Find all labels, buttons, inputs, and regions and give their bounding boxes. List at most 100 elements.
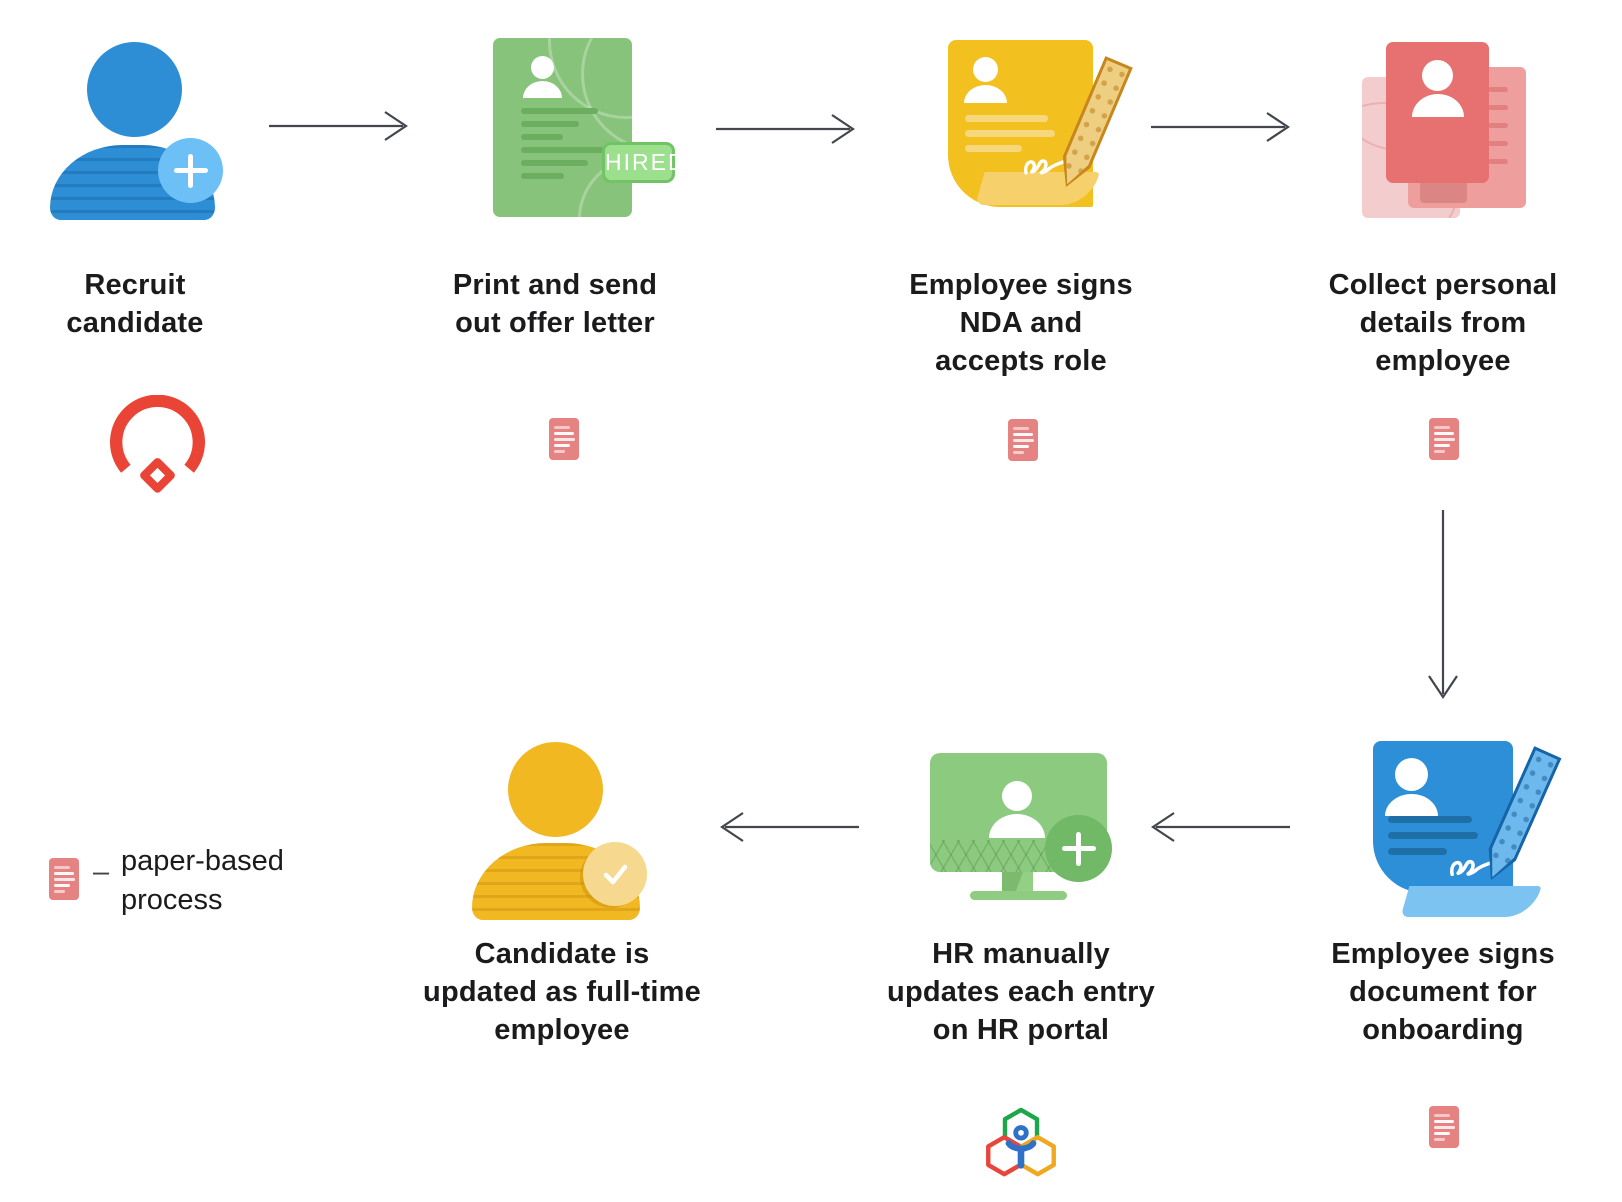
paper-line: [54, 866, 70, 869]
paper-line: [1013, 427, 1029, 430]
avatar-shoulders: [1385, 794, 1438, 816]
check-icon: [583, 842, 647, 906]
paper-icon: [49, 858, 79, 900]
monitor-stand: [1002, 872, 1033, 891]
arrow-down: [1428, 510, 1458, 699]
legend: – paper-based process: [35, 840, 335, 960]
paper-line: [1434, 432, 1454, 435]
avatar-shoulders: [1412, 94, 1464, 117]
paper-line: [1013, 451, 1024, 454]
doc-text-line: [965, 130, 1055, 137]
doc-text-line: [521, 160, 588, 166]
page-curl: [1400, 886, 1542, 917]
zoho-people-logo: [986, 1107, 1056, 1177]
step-collect-details: Collect personal details from employee: [1293, 35, 1593, 555]
paper-line: [1434, 444, 1450, 447]
person-head: [87, 42, 182, 137]
legend-separator: –: [93, 856, 110, 888]
doc-text-line: [965, 115, 1048, 122]
avatar-shoulders: [523, 81, 562, 98]
avatar-icon: [1395, 758, 1428, 791]
doc-text-line: [521, 121, 579, 127]
offer-letter-icon: [493, 38, 632, 217]
person-add-icon: [15, 35, 255, 225]
arrow-left-1: [1151, 812, 1290, 842]
signature-icon: [1023, 159, 1065, 175]
step-label: Print and send out offer letter: [452, 269, 658, 339]
avatar-icon: [531, 56, 554, 79]
paper-line: [554, 438, 575, 441]
doc-text-line: [521, 147, 604, 153]
doc-text-line: [521, 134, 563, 140]
paper-line: [54, 872, 74, 875]
step-sign-onboarding: Employee signs document for onboarding: [1293, 710, 1593, 1180]
doc-text-line: [1488, 87, 1508, 92]
avatar-icon: [1422, 60, 1453, 91]
signature-icon: [1450, 859, 1493, 877]
step-label: Employee signs document for onboarding: [1331, 938, 1555, 1046]
paper-icon: [1429, 418, 1459, 460]
step-full-time-employee: Candidate is updated as full-time employ…: [392, 710, 732, 1090]
step-hr-portal: HR manually updates each entry on HR por…: [846, 710, 1196, 1202]
arrow-right-2: [716, 114, 855, 144]
paper-icon: [1429, 1106, 1459, 1148]
paper-line: [54, 890, 65, 893]
paper-line: [1013, 439, 1034, 442]
doc-text-line: [1488, 105, 1508, 110]
doc-text-line: [965, 145, 1022, 152]
step-label: Employee signs NDA and accepts role: [909, 269, 1133, 377]
plus-bar: [1061, 845, 1096, 852]
step-label: Candidate is updated as full-time employ…: [423, 938, 701, 1046]
paper-line: [554, 450, 565, 453]
avatar-shoulders: [964, 85, 1007, 103]
paper-line: [1434, 1126, 1455, 1129]
avatar-icon: [973, 57, 998, 82]
paper-line: [54, 884, 70, 887]
paper-line: [1434, 1138, 1445, 1141]
plus-icon: [158, 138, 223, 203]
hired-badge: HIRED: [602, 142, 685, 183]
arrow-right-3: [1151, 112, 1290, 142]
step-print-offer-letter: HIRED Print and send out offer letter: [405, 35, 705, 555]
doc-text-line: [1388, 832, 1478, 839]
paper-line: [1434, 1132, 1450, 1135]
doc-text-lines: [1388, 816, 1478, 864]
paper-line: [1434, 1114, 1450, 1117]
doc-text-lines: [521, 108, 604, 186]
avatar-icon: [1002, 781, 1032, 811]
plus-icon: [1045, 815, 1112, 882]
paper-line: [1434, 1120, 1454, 1123]
step-label: Collect personal details from employee: [1328, 269, 1558, 377]
document-front-icon: [1386, 42, 1489, 183]
paper-line: [1434, 450, 1445, 453]
paper-line: [1434, 438, 1455, 441]
doc-text-line: [521, 108, 598, 114]
person-check-icon: [392, 710, 732, 925]
avatar-shoulders: [989, 814, 1045, 838]
paper-icon: [1008, 419, 1038, 461]
check-glyph: [603, 864, 628, 885]
arrow-left-2: [720, 812, 859, 842]
step-label: Recruit candidate: [66, 269, 204, 339]
person-head: [508, 742, 603, 837]
legend-label: paper-based process: [121, 845, 284, 916]
doc-text-line: [1488, 141, 1508, 146]
document-lip: [1420, 181, 1467, 203]
arrow-right-1: [269, 111, 408, 141]
paper-line: [554, 432, 574, 435]
paper-line: [1434, 426, 1450, 429]
paper-icon: [549, 418, 579, 460]
monitor-base: [970, 891, 1067, 900]
paper-line: [554, 426, 570, 429]
paper-line: [1013, 433, 1033, 436]
doc-text-line: [521, 173, 564, 179]
plus-bar: [173, 167, 208, 174]
paper-line: [554, 444, 570, 447]
computer-add-icon: [846, 710, 1196, 910]
doc-text-line: [1488, 123, 1508, 128]
doc-text-lines: [1488, 87, 1508, 177]
hired-badge-text: HIRED: [605, 149, 687, 175]
doc-text-line: [1488, 159, 1508, 164]
zoho-recruit-logo: [110, 395, 205, 493]
